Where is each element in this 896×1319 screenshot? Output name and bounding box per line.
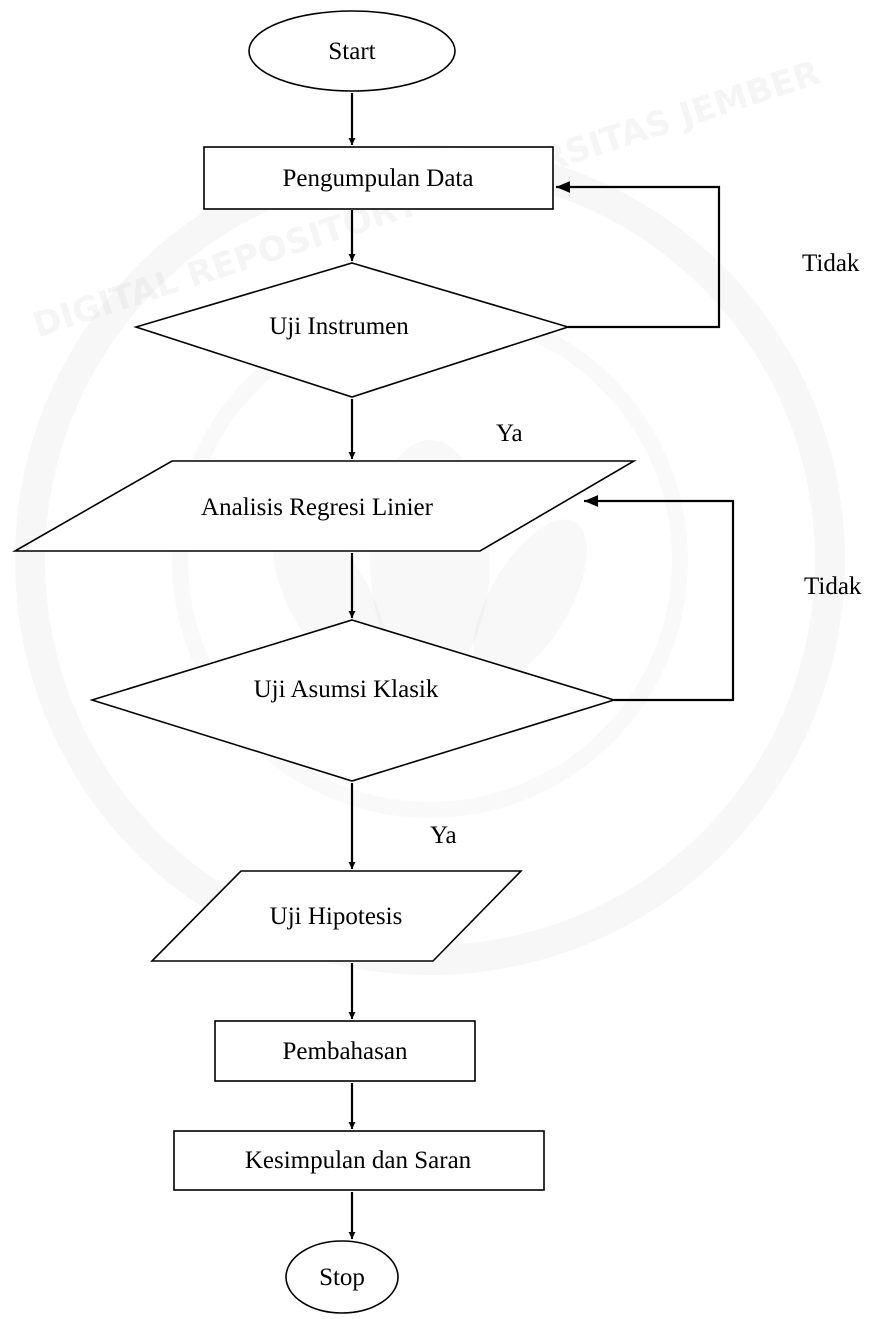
kesimpulan-label: Kesimpulan dan Saran (245, 1147, 472, 1174)
pengumpulan-data-label: Pengumpulan Data (283, 165, 474, 192)
uji-hipotesis-label: Uji Hipotesis (270, 903, 403, 930)
pembahasan-process: Pembahasan (214, 1020, 476, 1082)
edge-label-tidak-1: Tidak (802, 250, 860, 277)
arrow-asumsi-tidak-loop (584, 495, 735, 702)
pembahasan-label: Pembahasan (283, 1038, 408, 1065)
uji-hipotesis-io: Uji Hipotesis (150, 870, 523, 962)
kesimpulan-process: Kesimpulan dan Saran (173, 1130, 545, 1191)
uji-instrumen-label: Uji Instrumen (269, 313, 409, 340)
analisis-regresi-io: Analisis Regresi Linier (11, 460, 637, 552)
uji-asumsi-label: Uji Asumsi Klasik (254, 676, 439, 703)
start-terminator: Start (248, 10, 456, 92)
edge-label-tidak-2: Tidak (804, 573, 862, 600)
pengumpulan-data-process: Pengumpulan Data (203, 146, 554, 210)
arrow-instrumen-tidak-loop (556, 181, 721, 329)
start-label: Start (328, 38, 375, 65)
edge-label-ya-2: Ya (430, 822, 457, 849)
uji-instrumen-decision: Uji Instrumen (133, 262, 571, 398)
stop-terminator: Stop (285, 1240, 399, 1314)
stop-label: Stop (319, 1264, 365, 1291)
edge-label-ya-1: Ya (496, 420, 523, 447)
uji-asumsi-decision: Uji Asumsi Klasik (89, 619, 617, 782)
analisis-regresi-label: Analisis Regresi Linier (201, 494, 434, 521)
